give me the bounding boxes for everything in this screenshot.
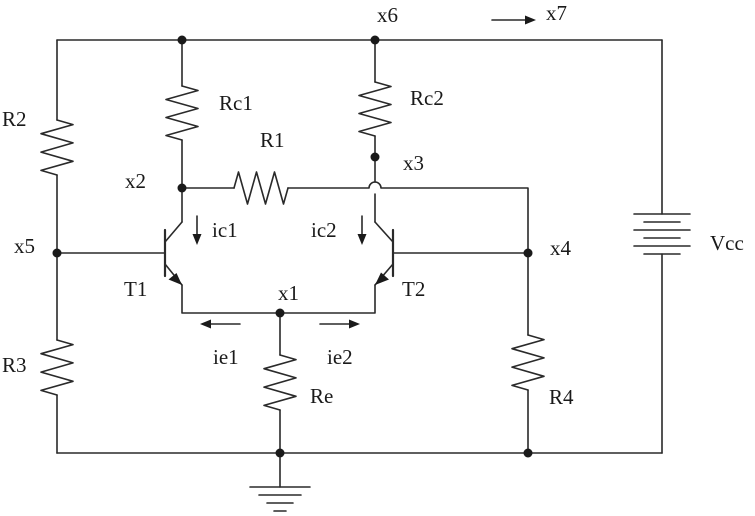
junction-dots xyxy=(52,35,533,458)
component-label-rc1: Rc1 xyxy=(219,91,253,115)
junction-dot xyxy=(275,448,285,458)
x7-direction-arrowhead xyxy=(525,15,536,25)
component-label-r3: R3 xyxy=(2,353,27,377)
junction-dot xyxy=(52,248,62,258)
ic1-arrowhead xyxy=(192,234,202,245)
resistor-r3 xyxy=(40,339,74,396)
resistor-re xyxy=(263,354,297,411)
resistor-r4 xyxy=(511,334,545,391)
component-label-rc2: Rc2 xyxy=(410,86,444,110)
junction-dot xyxy=(370,152,380,162)
node-label-x3: x3 xyxy=(403,151,424,175)
ground-symbol xyxy=(249,486,311,512)
wires xyxy=(56,39,663,488)
node-label-x2: x2 xyxy=(125,169,146,193)
junction-dot xyxy=(523,248,533,258)
t1-emitter-arrow xyxy=(168,273,182,285)
battery-plate-long xyxy=(633,213,691,247)
node-label-x7: x7 xyxy=(546,1,567,25)
current-label-ie1: ie1 xyxy=(213,345,239,369)
component-label-r1: R1 xyxy=(260,128,285,152)
battery-vcc xyxy=(633,213,691,255)
component-label-vcc: Vcc xyxy=(710,231,744,255)
resistor-r2 xyxy=(40,119,74,176)
t1-collector-lead xyxy=(164,221,183,243)
component-label-t1: T1 xyxy=(124,277,147,301)
ie2-arrowhead xyxy=(349,319,360,329)
current-label-ic1: ic1 xyxy=(212,218,238,242)
component-label-t2: T2 xyxy=(402,277,425,301)
junction-dot xyxy=(370,35,380,45)
transistor-t1 xyxy=(163,221,183,286)
junction-dot xyxy=(523,448,533,458)
node-label-x1: x1 xyxy=(278,281,299,305)
node-label-x6: x6 xyxy=(377,3,398,27)
junction-dot xyxy=(275,308,285,318)
current-arrows xyxy=(192,15,536,329)
resistor-r1 xyxy=(233,171,289,205)
junction-dot xyxy=(177,183,187,193)
r1-bridge-wire xyxy=(181,181,529,454)
current-label-ie2: ie2 xyxy=(327,345,353,369)
t2-emitter-arrow xyxy=(375,272,389,285)
ie1-arrowhead xyxy=(200,319,211,329)
transistor-t2 xyxy=(374,221,395,286)
labels: x6 x7 x2 x3 x5 x4 x1 R2 R3 Rc1 Rc2 R1 R4… xyxy=(2,1,744,409)
junction-dot xyxy=(177,35,187,45)
component-label-r2: R2 xyxy=(2,107,27,131)
node-label-x4: x4 xyxy=(550,236,572,260)
current-label-ic2: ic2 xyxy=(311,218,337,242)
component-label-r4: R4 xyxy=(549,385,574,409)
resistor-rc2 xyxy=(358,81,392,137)
resistors xyxy=(40,81,545,411)
ic2-arrowhead xyxy=(357,234,367,245)
resistor-rc1 xyxy=(165,85,199,141)
component-label-re: Re xyxy=(310,384,333,408)
battery-plate-short xyxy=(643,221,681,255)
t2-collector-lead xyxy=(374,221,394,243)
node-label-x5: x5 xyxy=(14,234,35,258)
